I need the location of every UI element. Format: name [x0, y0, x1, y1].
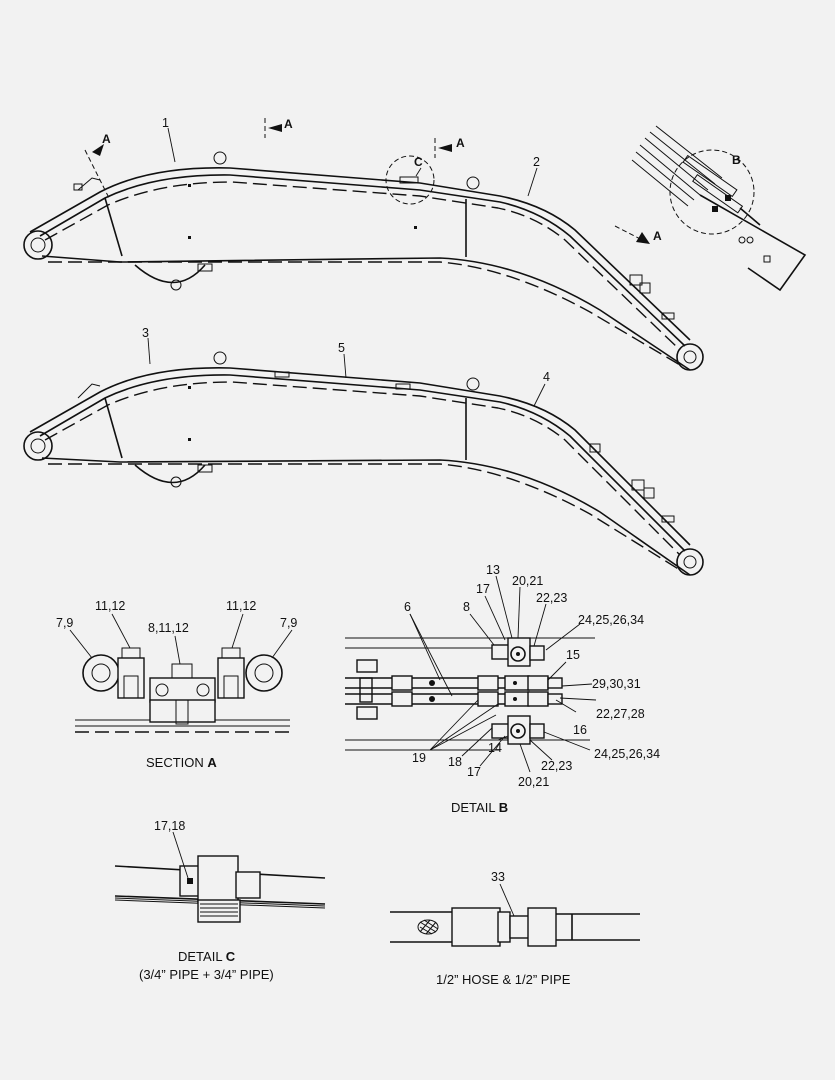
detail-marker-b: B [732, 153, 741, 167]
caption-hose-pipe: 1/2” HOSE & 1/2” PIPE [436, 972, 571, 987]
callout-b-18: 18 [448, 755, 462, 769]
callout-b-22-27-28: 22,27,28 [596, 707, 645, 721]
callout-b-8: 8 [463, 600, 470, 614]
caption-detail-c: DETAIL C [178, 949, 236, 964]
boom-view-1 [23, 118, 704, 371]
caption-detail-b: DETAIL B [451, 800, 508, 815]
callout-b-16: 16 [573, 723, 587, 737]
section-marker-a-4: A [653, 229, 662, 243]
hose-pipe-drawing [390, 883, 640, 947]
section-a-drawing [69, 613, 293, 733]
inset-view-b [631, 125, 807, 292]
callout-sec-a-left-clamp: 11,12 [95, 599, 125, 613]
callout-5: 5 [338, 341, 345, 355]
boom-view-2 [23, 337, 704, 576]
callout-b-24-top: 24,25,26,34 [578, 613, 644, 627]
section-marker-a-2: A [284, 117, 293, 131]
callout-b-17-top: 17 [476, 582, 490, 596]
detail-marker-c: C [414, 155, 423, 169]
callout-sec-a-right-outer: 7,9 [280, 616, 297, 630]
caption-section-a: SECTION A [146, 755, 217, 770]
callout-2: 2 [533, 155, 540, 169]
callout-b-17-bot: 17 [467, 765, 481, 779]
section-marker-a-1: A [102, 132, 111, 146]
callout-b-24-bot: 24,25,26,34 [594, 747, 660, 761]
callout-b-22-23-top: 22,23 [536, 591, 567, 605]
callout-b-19: 19 [412, 751, 426, 765]
callout-b-13: 13 [486, 563, 500, 577]
callout-sec-a-center: 8,11,12 [148, 621, 189, 635]
callout-3: 3 [142, 326, 149, 340]
section-marker-a-3: A [456, 136, 465, 150]
caption-detail-c-sub: (3/4” PIPE + 3/4” PIPE) [139, 967, 274, 982]
callout-4: 4 [543, 370, 550, 384]
callout-b-6: 6 [404, 600, 411, 614]
callout-1: 1 [162, 116, 169, 130]
detail-c-drawing [114, 831, 326, 923]
callout-sec-a-left-outer: 7,9 [56, 616, 73, 630]
callout-b-20-21-bot: 20,21 [518, 775, 549, 789]
callout-c-17-18: 17,18 [154, 819, 185, 833]
detail-b-drawing [345, 575, 597, 773]
callout-b-29-30-31: 29,30,31 [592, 677, 641, 691]
callout-b-14: 14 [488, 741, 502, 755]
callout-sec-a-right-clamp: 11,12 [226, 599, 256, 613]
callout-b-15: 15 [566, 648, 580, 662]
callout-b-22-23-bot: 22,23 [541, 759, 572, 773]
callout-b-20-21-top: 20,21 [512, 574, 543, 588]
callout-33: 33 [491, 870, 505, 884]
